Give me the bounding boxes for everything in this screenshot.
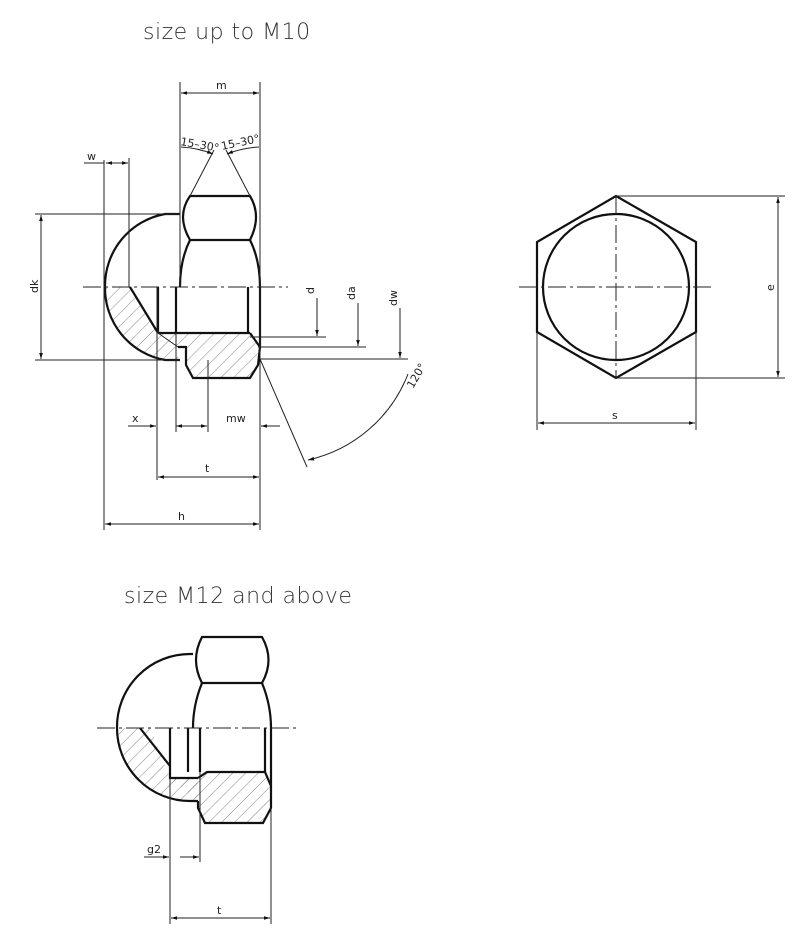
dim-label-g2: g2 [147, 843, 161, 856]
dim-label-mw: mw [226, 412, 246, 425]
dim-label-h: h [178, 510, 185, 523]
dim-label-angle-left: 15–30° [179, 135, 220, 155]
dim-label-e: e [764, 284, 777, 291]
dome-inner-cone [129, 286, 159, 334]
dim-label-w: w [87, 150, 96, 163]
hex-lower-flank-left [178, 239, 191, 288]
dim-label-d: d [304, 287, 317, 294]
dim-angle-120 [307, 373, 409, 461]
side-section-view-m12: g2 t [97, 635, 297, 924]
dim-label-m: m [216, 79, 227, 92]
view-title-m12-and-above: size M12 and above [124, 584, 353, 609]
dim-label-120: 120° [404, 361, 429, 390]
hex-lower-flank-right [249, 239, 262, 288]
view-title-up-to-m10: size up to M10 [143, 20, 311, 45]
dim-label-dw: dw [387, 290, 400, 306]
dim-label-s: s [612, 409, 618, 422]
dim-label-da: da [345, 286, 358, 300]
dim-label-t-m12: t [217, 904, 222, 917]
hatch-dome [105, 287, 178, 360]
dim-label-x: x [132, 412, 139, 425]
end-view-hexagon: e s [519, 194, 785, 430]
dim-label-dk: dk [28, 279, 41, 293]
side-section-view-m10: m 15–30° 15–30° w dk d da dw 120° x mw [28, 79, 429, 530]
hex-upper-face [181, 194, 258, 242]
dim-label-t: t [205, 462, 210, 475]
hatch-nut [158, 333, 258, 378]
